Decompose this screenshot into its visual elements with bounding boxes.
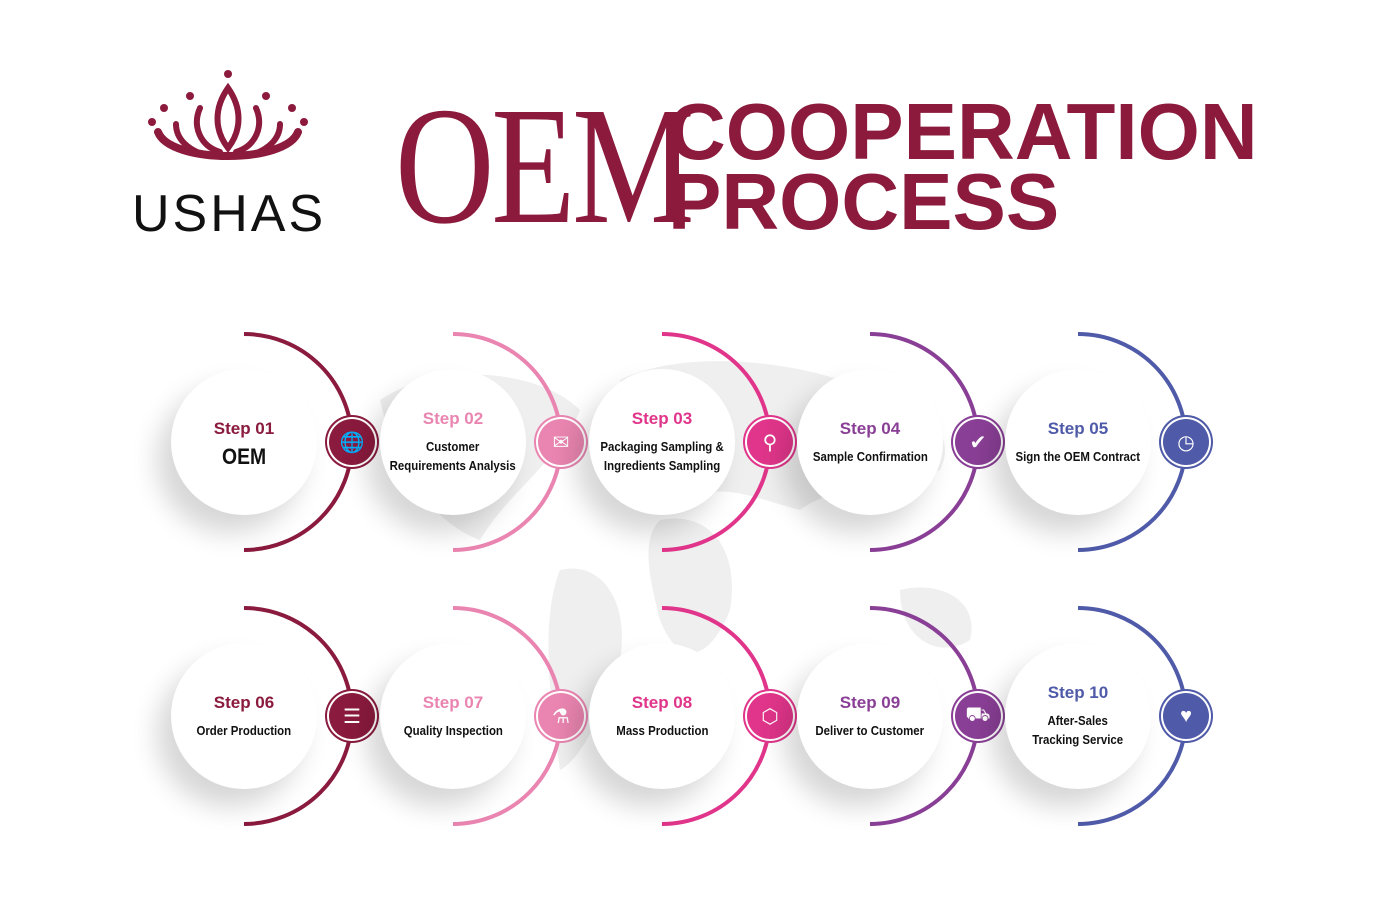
- step-label: Packaging Sampling & Ingredients Samplin…: [600, 439, 724, 473]
- step-circle: Step 05 Sign the OEM Contract: [1005, 369, 1151, 515]
- title-line-1: COOPERATION: [668, 87, 1258, 176]
- step-circle: Step 02 Customer Requirements Analysis: [380, 369, 526, 515]
- lotus-logo: [148, 70, 308, 160]
- step-number: Step 03: [631, 409, 693, 428]
- search-icon: ⚲: [747, 419, 793, 465]
- step-label: Order Production: [196, 722, 292, 738]
- title-line-2: PROCESS: [668, 157, 1060, 246]
- delivery-truck-icon: ⛟: [955, 693, 1001, 739]
- step-label: OEM: [221, 443, 267, 469]
- step-number: Step 04: [839, 418, 901, 438]
- brand-name: USHAS: [132, 185, 327, 243]
- handshake-heart-icon: ♥: [1163, 693, 1209, 739]
- step-label: Mass Production: [615, 722, 709, 738]
- step-number: Step 10: [1047, 683, 1109, 702]
- step-circle: Step 04 Sample Confirmation: [797, 369, 943, 515]
- envelope-icon: ✉: [538, 419, 584, 465]
- step-number: Step 09: [839, 692, 901, 712]
- step-label: Quality Inspection: [403, 722, 503, 738]
- step-number: Step 07: [422, 692, 484, 712]
- step-number: Step 02: [422, 409, 484, 428]
- title-oem: OEM: [395, 73, 695, 259]
- step-number: Step 01: [213, 418, 275, 438]
- step-circle: Step 01 OEM: [171, 369, 317, 515]
- step-number: Step 06: [213, 692, 275, 712]
- step-label: Deliver to Customer: [815, 722, 925, 738]
- checkmark-icon: ✔: [955, 419, 1001, 465]
- step-label: Sample Confirmation: [812, 448, 928, 464]
- step-circle: Step 08 Mass Production: [589, 643, 735, 789]
- box-icon: ⬡: [747, 693, 793, 739]
- step-circle: Step 07 Quality Inspection: [380, 643, 526, 789]
- step-circle: Step 03 Packaging Sampling & Ingredients …: [589, 369, 735, 515]
- step-label: Customer Requirements Analysis: [389, 439, 517, 473]
- step-circle: Step 09 Deliver to Customer: [797, 643, 943, 789]
- clock-icon: ◷: [1163, 419, 1209, 465]
- step-circle: Step 06 Order Production: [171, 643, 317, 789]
- globe-icon: 🌐: [329, 419, 375, 465]
- step-circle: Step 10 After-Sales Tracking Service: [1005, 643, 1151, 789]
- flask-icon: ⚗: [538, 693, 584, 739]
- step-number: Step 05: [1047, 418, 1109, 438]
- step-label: Sign the OEM Contract: [1015, 448, 1141, 464]
- step-number: Step 08: [631, 692, 693, 712]
- step-label: After-Sales Tracking Service: [1032, 713, 1124, 747]
- layers-icon: ☰: [329, 693, 375, 739]
